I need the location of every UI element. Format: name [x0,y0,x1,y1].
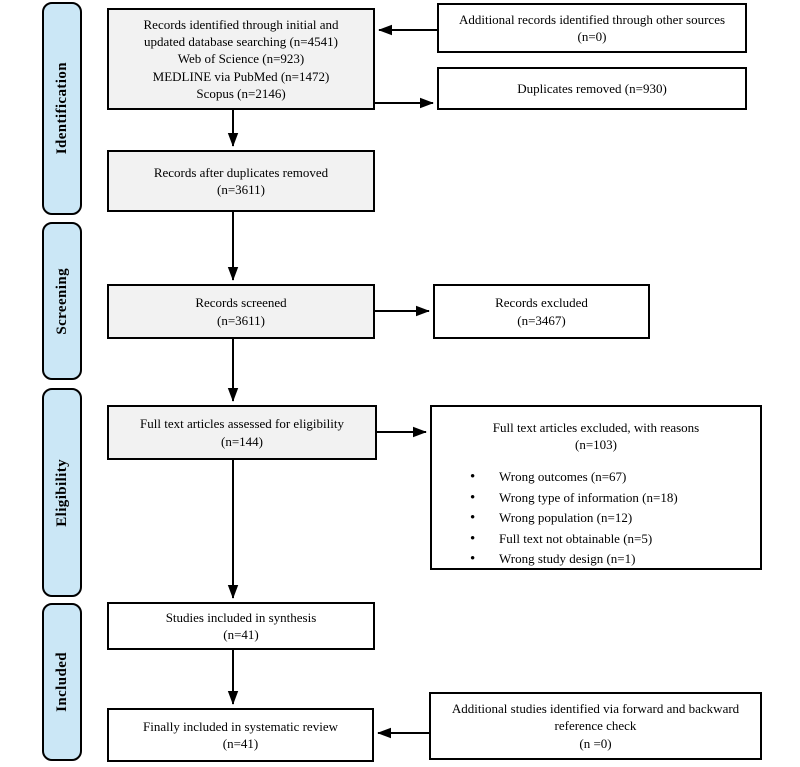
stage-label-text: Eligibility [53,458,70,527]
box-additional-sources-text: Additional records identified through ot… [458,11,726,44]
stage-label-eligibility: Eligibility [42,388,82,597]
exclusion-reason-item: Full text not obtainable (n=5) [432,529,760,551]
box-duplicates-removed: Duplicates removed (n=930) [437,67,747,110]
box-forward-backward-check-text: Additional studies identified via forwar… [451,701,740,751]
box-records-excluded: Records excluded (n=3467) [433,284,650,339]
exclusion-reasons-list: Wrong outcomes (n=67) Wrong type of info… [432,467,760,571]
exclusion-reason-item: Wrong population (n=12) [432,508,760,530]
box-synthesis-included: Studies included in synthesis (n=41) [107,602,375,650]
box-after-duplicates-text: Records after duplicates removed (n=3611… [153,164,329,197]
box-forward-backward-check: Additional studies identified via forwar… [429,692,762,760]
stage-label-identification: Identification [42,2,82,215]
box-records-excluded-text: Records excluded (n=3467) [495,295,588,328]
box-duplicates-removed-text: Duplicates removed (n=930) [517,80,667,96]
box-fulltext-assessed-text: Full text articles assessed for eligibil… [140,416,344,449]
stage-label-text: Included [53,652,70,712]
box-synthesis-included-text: Studies included in synthesis (n=41) [165,609,317,642]
box-after-duplicates: Records after duplicates removed (n=3611… [107,150,375,212]
box-final-included: Finally included in systematic review (n… [107,708,374,762]
exclusion-reason-item: Wrong outcomes (n=67) [432,467,760,489]
stage-label-included: Included [42,603,82,761]
box-fulltext-excluded-title: Full text articles excluded, with reason… [492,420,700,453]
box-records-identified: Records identified through initial and u… [107,8,375,110]
stage-label-text: Screening [53,267,70,335]
box-fulltext-excluded: Full text articles excluded, with reason… [430,405,762,571]
box-records-identified-text: Records identified through initial and u… [143,17,339,101]
box-fulltext-assessed: Full text articles assessed for eligibil… [107,405,377,460]
stage-label-text: Identification [53,62,70,155]
exclusion-reason-item: Wrong type of information (n=18) [432,488,760,510]
box-final-included-text: Finally included in systematic review (n… [143,718,338,751]
stage-label-screening: Screening [42,222,82,380]
box-records-screened-text: Records screened (n=3611) [195,295,287,328]
box-additional-sources: Additional records identified through ot… [437,3,747,53]
box-records-screened: Records screened (n=3611) [107,284,375,339]
exclusion-reason-item: Wrong study design (n=1) [432,549,760,571]
